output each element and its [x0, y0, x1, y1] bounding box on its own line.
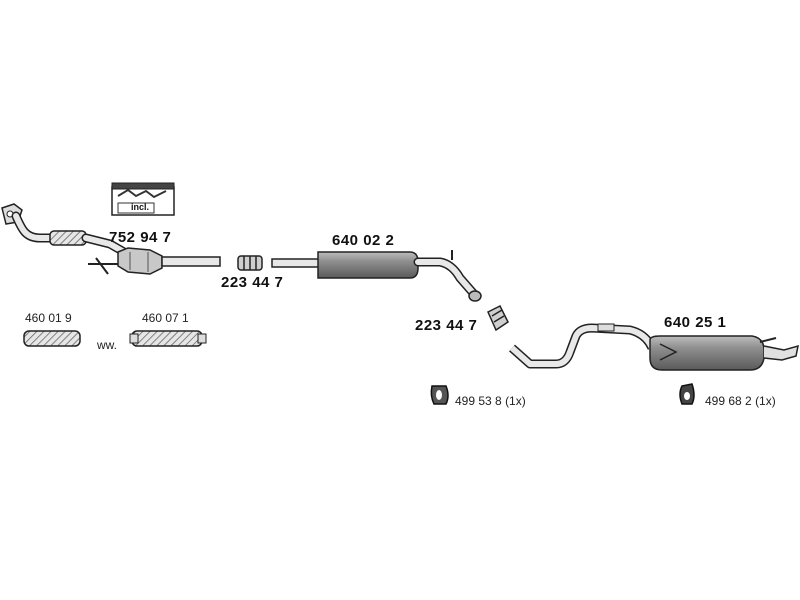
part-number-clamp-rear: 223 44 7	[415, 317, 478, 334]
mount-b-quantity: (1x)	[755, 394, 776, 408]
clamp-rear-icon	[487, 304, 509, 332]
part-number-clamp-front: 223 44 7	[221, 274, 284, 291]
alternative-label: ww.	[97, 338, 118, 352]
kit-box-icon	[111, 182, 175, 216]
rear-silencer	[509, 323, 799, 371]
flex-pipe-a	[23, 330, 81, 347]
mount-a-number: 499 53 8	[455, 394, 502, 408]
part-number-middle-silencer: 640 02 2	[332, 232, 395, 249]
flex-pipe-b	[129, 330, 207, 347]
rubber-mount-a-icon	[430, 385, 449, 405]
rubber-mount-b-icon	[679, 383, 695, 405]
clamp-front-icon	[237, 255, 263, 271]
part-number-mount-a: 499 53 8 (1x)	[455, 394, 526, 408]
part-number-front-pipe: 752 94 7	[109, 229, 172, 246]
middle-silencer	[271, 250, 482, 302]
part-number-flex-pipe-a: 460 01 9	[25, 311, 72, 325]
mount-b-number: 499 68 2	[705, 394, 752, 408]
part-number-rear-silencer: 640 25 1	[664, 314, 727, 331]
part-number-mount-b: 499 68 2 (1x)	[705, 394, 776, 408]
part-number-flex-pipe-b: 460 07 1	[142, 311, 189, 325]
mount-a-quantity: (1x)	[505, 394, 526, 408]
kit-included-label: incl.	[131, 202, 150, 212]
front-pipe-catalyst	[1, 203, 221, 275]
